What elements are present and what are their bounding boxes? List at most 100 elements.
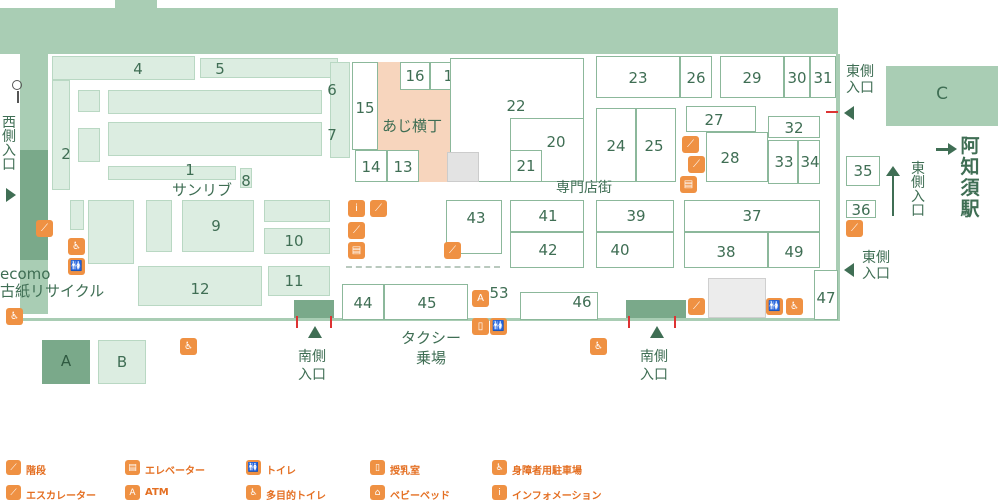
stairs-icon: ⟋ bbox=[688, 298, 705, 315]
shop-7-block[interactable] bbox=[108, 122, 322, 156]
elevator-icon: ▤ bbox=[680, 176, 697, 193]
sanlib-name: サンリブ bbox=[172, 181, 233, 199]
shop-49[interactable]: 49 bbox=[768, 232, 820, 268]
shop-46[interactable]: 46 bbox=[520, 292, 598, 320]
shop-6-block[interactable] bbox=[108, 90, 322, 114]
disabled-parking-icon: ♿ bbox=[590, 338, 607, 355]
ecomo-label: ecomo 古紙リサイクル bbox=[0, 265, 105, 300]
shop-5-label: 5 bbox=[215, 60, 225, 78]
top-wall-notch bbox=[115, 0, 157, 10]
legend-nursing: 授乳室 bbox=[390, 466, 420, 477]
shop-45[interactable]: 45 bbox=[384, 284, 468, 320]
red-mark-east-1 bbox=[826, 111, 838, 113]
south-right-arrow bbox=[650, 326, 664, 338]
south-left-bar bbox=[294, 300, 334, 318]
toilet-icon: 🚻 bbox=[68, 258, 85, 275]
shop-30[interactable]: 30 bbox=[784, 56, 810, 98]
legend-disabled-parking-icon: ♿ bbox=[492, 460, 507, 475]
atm-icon: A bbox=[472, 290, 489, 307]
red-mark-2 bbox=[330, 316, 332, 328]
legend-stairs-icon: ⟋ bbox=[6, 460, 21, 475]
station-arrow-line bbox=[936, 148, 950, 151]
legend-atm: ATM bbox=[145, 487, 169, 498]
shop-24[interactable]: 24 bbox=[596, 108, 636, 182]
sanlib-row bbox=[108, 166, 236, 180]
sanlib-strip-left bbox=[52, 80, 70, 190]
shop-29[interactable]: 29 bbox=[720, 56, 784, 98]
legend-stairs: 階段 bbox=[26, 466, 46, 477]
legend-baby-bed: ベビーベッド bbox=[390, 491, 450, 502]
stairs-icon: ⟋ bbox=[348, 222, 365, 239]
shop-35[interactable]: 35 bbox=[846, 156, 880, 186]
shop-39[interactable]: 39 bbox=[596, 200, 674, 232]
parking-c[interactable]: C bbox=[886, 66, 998, 126]
stairs-icon: ⟋ bbox=[688, 156, 705, 173]
shop-28[interactable]: 28 bbox=[706, 132, 768, 182]
east-entrance-mid-arrow bbox=[886, 166, 900, 176]
sanlib-side bbox=[330, 62, 350, 158]
parking-b[interactable]: B bbox=[98, 340, 146, 384]
nursing-icon: ▯ bbox=[472, 318, 489, 335]
shop-41[interactable]: 41 bbox=[510, 200, 584, 232]
shop-10-block[interactable] bbox=[264, 228, 330, 254]
legend-toilet: トイレ bbox=[266, 466, 296, 477]
sanlib-col-4 bbox=[264, 200, 330, 222]
south-right-bar bbox=[626, 300, 686, 318]
sanlib-number: 1 bbox=[185, 161, 195, 179]
shop-21[interactable]: 21 bbox=[510, 150, 542, 182]
shop-44[interactable]: 44 bbox=[342, 284, 384, 320]
red-mark-1 bbox=[296, 316, 298, 328]
information-icon: i bbox=[348, 200, 365, 217]
shop-23[interactable]: 23 bbox=[596, 56, 680, 98]
shop-27[interactable]: 27 bbox=[686, 106, 756, 132]
shop-12-label: 12 bbox=[190, 280, 210, 298]
escalator-icon: ⟋ bbox=[682, 136, 699, 153]
east-entrance-top-arrow bbox=[844, 106, 854, 120]
shop-9-block[interactable] bbox=[182, 200, 254, 252]
shop-22-gray bbox=[447, 152, 479, 182]
station-label: 阿 知 須 駅 bbox=[960, 135, 980, 220]
shop-38[interactable]: 38 bbox=[684, 232, 768, 268]
shop-47[interactable]: 47 bbox=[814, 270, 838, 320]
senmon-tengai-label: 専門店街 bbox=[556, 180, 612, 196]
south-left-label: 南側 入口 bbox=[298, 349, 326, 383]
shop-31[interactable]: 31 bbox=[810, 56, 836, 98]
shop-9-label: 9 bbox=[211, 217, 221, 235]
shop-32[interactable]: 32 bbox=[768, 116, 820, 138]
south-left-arrow bbox=[308, 326, 322, 338]
shop-42[interactable]: 42 bbox=[510, 232, 584, 268]
legend-elevator: エレベーター bbox=[145, 466, 205, 477]
shop-4-block[interactable] bbox=[52, 56, 195, 80]
shop-10-label: 10 bbox=[284, 232, 304, 250]
red-mark-3 bbox=[628, 316, 630, 328]
south-right-label: 南側 入口 bbox=[640, 349, 668, 383]
shop-8-block[interactable] bbox=[240, 168, 252, 188]
multi-toilet-icon: ♿ bbox=[68, 238, 85, 255]
right-wall bbox=[836, 54, 840, 320]
map-pin-stem bbox=[17, 91, 19, 103]
shop-25[interactable]: 25 bbox=[636, 108, 676, 182]
shop-26[interactable]: 26 bbox=[680, 56, 712, 98]
shop-37[interactable]: 37 bbox=[684, 200, 820, 232]
legend-elevator-icon: ▤ bbox=[125, 460, 140, 475]
shop-13[interactable]: 13 bbox=[387, 150, 419, 182]
shop-12-block[interactable] bbox=[138, 266, 262, 306]
shop-11-block[interactable] bbox=[268, 266, 330, 296]
shop-14[interactable]: 14 bbox=[355, 150, 387, 182]
shop-36[interactable]: 36 bbox=[846, 200, 876, 219]
disabled-parking-icon: ♿ bbox=[180, 338, 197, 355]
shop-33[interactable]: 33 bbox=[768, 140, 798, 184]
shop-15[interactable]: 15 bbox=[352, 62, 378, 150]
shop-16[interactable]: 16 bbox=[400, 62, 430, 90]
escalator-area bbox=[708, 278, 766, 318]
shop-40[interactable]: 40 bbox=[596, 232, 674, 268]
elevator-icon: ▤ bbox=[348, 242, 365, 259]
map-pin-icon bbox=[12, 80, 22, 90]
parking-a[interactable]: A bbox=[42, 340, 90, 384]
shop-34[interactable]: 34 bbox=[798, 140, 820, 184]
east-entrance-mid-label: 東 側 入 口 bbox=[911, 161, 925, 219]
legend-nursing-icon: ▯ bbox=[370, 460, 385, 475]
shop-11-label: 11 bbox=[284, 272, 304, 290]
shop-2-label: 2 bbox=[61, 145, 71, 163]
east-entrance-mid-line bbox=[892, 176, 894, 216]
